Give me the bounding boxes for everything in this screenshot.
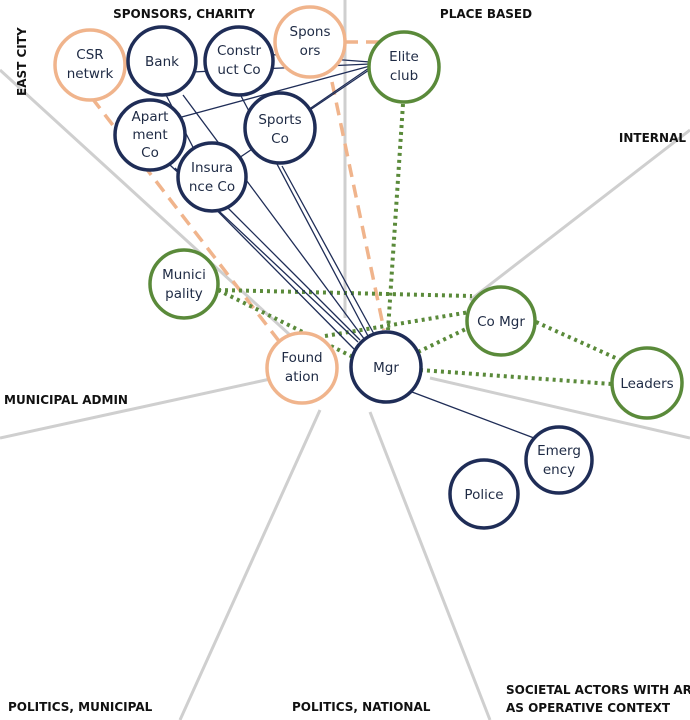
- node-municipality[interactable]: Munici pality: [148, 248, 220, 320]
- node-insurance-co-line2: nce Co: [189, 179, 235, 195]
- edge-mgr-comgr: [417, 325, 471, 354]
- edge-sponsors-mgr: [330, 81, 386, 331]
- node-co-mgr[interactable]: Co Mgr: [465, 285, 537, 357]
- node-sponsors[interactable]: Spons ors: [273, 5, 347, 79]
- node-mgr-line1: Mgr: [373, 360, 399, 376]
- node-sports-co-line2: Co: [271, 131, 289, 147]
- divider-upper-right: [469, 128, 690, 302]
- divider-left: [0, 376, 276, 440]
- edge-bank-mgr: [182, 94, 366, 341]
- sector-label-societal-actors-line1: SOCIETAL ACTORS WITH AREA: [506, 683, 690, 697]
- edges-navy-solid: [164, 53, 535, 439]
- sector-label-east-city: EAST CITY: [15, 27, 29, 96]
- divider-lower-right: [368, 411, 492, 720]
- edge-mgr-emergency: [411, 391, 535, 439]
- node-construct-co[interactable]: Constr uct Co: [203, 25, 275, 97]
- node-police[interactable]: Police: [448, 458, 520, 530]
- node-emergency[interactable]: Emerg ency: [524, 425, 594, 495]
- node-municipality-line2: pality: [165, 286, 203, 302]
- node-elite-club-line2: club: [390, 68, 418, 84]
- node-foundation-line2: ation: [285, 369, 319, 385]
- node-municipality-line1: Munici: [162, 267, 206, 283]
- divider-lower-left: [178, 409, 322, 720]
- node-bank[interactable]: Bank: [126, 25, 198, 97]
- node-police-line1: Police: [464, 487, 503, 503]
- node-sports-co-line1: Sports: [258, 112, 301, 128]
- sector-label-municipal-admin: MUNICIPAL ADMIN: [4, 393, 128, 407]
- node-sponsors-line2: ors: [300, 43, 321, 59]
- node-apartment-co-line3: Co: [141, 145, 159, 161]
- node-csr-network-line1: CSR: [76, 47, 103, 63]
- node-leaders[interactable]: Leaders: [610, 346, 684, 420]
- node-apartment-co-line2: ment: [132, 127, 167, 143]
- node-emergency-line1: Emerg: [537, 443, 581, 459]
- node-foundation[interactable]: Found ation: [265, 331, 339, 405]
- node-construct-co-line2: uct Co: [217, 62, 260, 78]
- edge-municipality-mgr: [217, 288, 356, 360]
- node-apartment-co-line1: Apart: [132, 109, 169, 125]
- node-insurance-co-line1: Insura: [191, 160, 233, 176]
- node-construct-co-line1: Constr: [217, 43, 262, 59]
- sector-label-societal-actors-line2: AS OPERATIVE CONTEXT: [506, 701, 671, 715]
- node-sponsors-line1: Spons: [290, 24, 331, 40]
- node-elite-club[interactable]: Elite club: [367, 30, 441, 104]
- edge-insurance-mgr: [227, 207, 361, 341]
- sector-label-sponsors-charity: SPONSORS, CHARITY: [113, 7, 255, 21]
- sector-label-place-based: PLACE BASED: [440, 7, 532, 21]
- node-emergency-line2: ency: [543, 462, 575, 478]
- edge-sports-elite: [304, 65, 373, 113]
- node-bank-line1: Bank: [145, 54, 179, 70]
- node-csr-network[interactable]: CSR netwrk: [53, 28, 127, 102]
- divider-right: [429, 376, 690, 440]
- node-mgr[interactable]: Mgr: [349, 330, 423, 404]
- node-leaders-line1: Leaders: [620, 376, 673, 392]
- node-sports-co[interactable]: Sports Co: [243, 91, 317, 165]
- edge-elite-mgr: [386, 103, 405, 331]
- edge-sports-mgr: [281, 165, 375, 335]
- node-insurance-co[interactable]: Insura nce Co: [176, 141, 248, 213]
- node-elite-club-line1: Elite: [389, 49, 419, 65]
- sector-label-politics-national: POLITICS, NATIONAL: [292, 700, 431, 714]
- node-csr-network-line2: netwrk: [67, 66, 114, 82]
- node-co-mgr-line1: Co Mgr: [477, 314, 525, 330]
- node-foundation-line1: Found: [281, 350, 322, 366]
- sector-label-internal: INTERNAL: [619, 131, 686, 145]
- sector-label-politics-municipal: POLITICS, MUNICIPAL: [8, 700, 153, 714]
- node-apartment-co[interactable]: Apart ment Co: [113, 98, 187, 172]
- edge-comgr-leaders: [535, 320, 621, 362]
